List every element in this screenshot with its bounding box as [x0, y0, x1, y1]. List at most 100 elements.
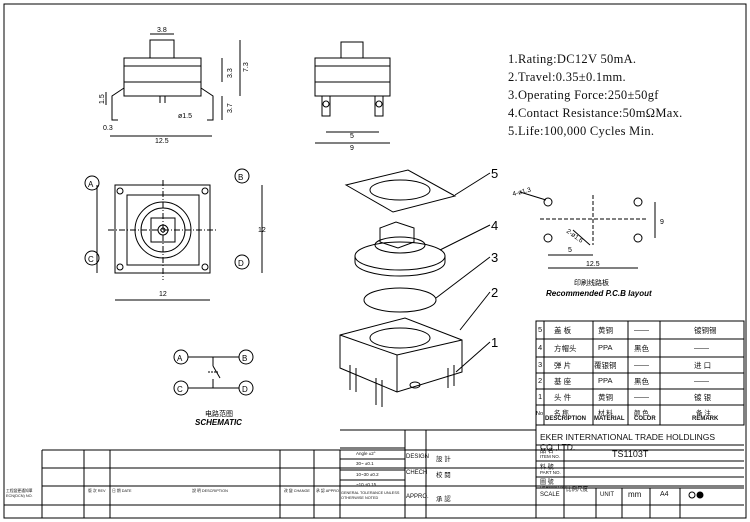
dim-front-w: 12.5: [155, 138, 169, 145]
pcb-5: 5: [568, 247, 572, 254]
dim-top-w: 12: [159, 291, 167, 298]
sheet-border: [3, 3, 747, 519]
bom-mat: 黄铜: [598, 393, 613, 402]
sch-d: D: [242, 385, 248, 394]
tol-note: GENERAL TOLERANCE UNLESS OTHERWISE NOTED: [341, 491, 400, 500]
sch-c: C: [177, 385, 183, 394]
part-4: 4: [491, 218, 498, 233]
part-3: 3: [491, 250, 498, 265]
bom-hdr-name-cn: 名 称: [554, 410, 569, 417]
part-2: 2: [491, 285, 498, 300]
bom-remark: ——: [694, 376, 709, 385]
check-cn: 校 閱: [436, 472, 451, 479]
rev-col-change: 改 變 CHANGE: [284, 489, 310, 493]
design-cn: 設 計: [436, 456, 451, 463]
bom-table: [535, 320, 745, 426]
spec-force: 3.Operating Force:250±50gf: [508, 88, 659, 102]
bom-hdr-color-cn: 颜 色: [634, 410, 649, 417]
tol-10: ~10 ±0.15: [356, 482, 377, 487]
title-block: [4, 425, 744, 518]
bom-hdr-remark-en: REMARK: [692, 416, 719, 422]
bom-color: 黑色: [634, 344, 649, 353]
spec-travel: 2.Travel:0.35±0.1mm.: [508, 70, 626, 84]
bom-name: 基 座: [554, 377, 572, 386]
drawing-cn: 圖 號: [540, 480, 554, 486]
dim-front-pin: ø1.5: [178, 113, 192, 120]
pcb-9: 9: [660, 219, 664, 226]
part-5: 5: [491, 166, 498, 181]
bom-hdr-no: No.: [536, 411, 545, 417]
dim-side-5: 5: [350, 133, 354, 140]
spec-life: 5.Life:100,000 Cycles Min.: [508, 124, 655, 138]
dim-side-9: 9: [350, 145, 354, 152]
bom-color: ——: [634, 360, 649, 369]
top-view: [84, 168, 263, 301]
bom-no: 4: [538, 343, 543, 352]
pcb-cn: 印刷线路板: [574, 278, 609, 287]
rev-col-date: 日 期 DATE: [112, 489, 132, 493]
unit-value: mm: [628, 490, 642, 499]
bom-name: 头 件: [554, 393, 572, 402]
appro-label: APPRO.: [406, 494, 429, 500]
schematic-en: SCHEMATIC: [195, 418, 242, 427]
size-value: A4: [660, 491, 669, 498]
part-1: 1: [491, 335, 498, 350]
bom-name: 弹 片: [554, 361, 572, 370]
bom-no: 5: [538, 325, 543, 334]
pin-b-label: B: [238, 173, 243, 182]
tol-30: 30~ ±0.1: [356, 461, 374, 466]
bom-remark: ——: [694, 343, 709, 352]
pcb-pin: 2-ø1.6: [565, 228, 585, 245]
spec-resistance: 4.Contact Resistance:50mΩMax.: [508, 106, 683, 120]
bom-color: 黑色: [634, 377, 649, 386]
exploded-view: [339, 169, 491, 407]
bom-row: 4: [538, 343, 542, 352]
schematic: [173, 349, 254, 396]
rev-col-ecn: 工程變更通知單 ECN(DCN) NO.: [6, 489, 33, 498]
dim-front-left: 1.5: [99, 94, 106, 104]
bom-hdr-name-en: DESCRIPTION: [545, 416, 587, 422]
bom-hdr-mat-cn: 材 料: [598, 410, 613, 417]
dim-front-h2: 7.3: [243, 62, 250, 72]
tol-10-30: 10~30 ±0.2: [356, 472, 379, 477]
bom-row: 3: [538, 360, 542, 369]
rev-col-desc: 說 明 DESCRIPTION: [192, 489, 228, 493]
bom-hdr-color-en: COLOR: [634, 416, 656, 422]
check-label: CHECH: [406, 470, 428, 476]
bom-name: 方帽头: [554, 344, 577, 353]
rev-col-appro: 承 認 APPRO: [316, 489, 339, 493]
part-en: PART NO.: [540, 470, 561, 475]
spec-rating: 1.Rating:DC12V 50mA.: [508, 52, 637, 66]
bom-row: 5: [538, 325, 542, 334]
pin-c-label: C: [88, 255, 94, 264]
pcb-layout: [519, 191, 656, 269]
rev-col-rev: 版 次 REV: [88, 489, 106, 493]
item-cn: 品 名: [540, 449, 554, 455]
bom-row: 1: [538, 392, 542, 401]
bom-mat: PPA: [598, 376, 613, 385]
pin-d-label: D: [238, 259, 244, 268]
scale-label: SCALE: [540, 492, 560, 498]
bom-color: ——: [634, 392, 649, 401]
design-label: DESIGN: [406, 454, 430, 460]
unit-label: UNIT: [600, 492, 614, 498]
sch-a: A: [177, 354, 183, 363]
item-value: TS1103T: [612, 449, 649, 459]
pin-a-label: A: [88, 180, 94, 189]
bom-mat: 黄铜: [598, 326, 613, 335]
pcb-hole: 4-ø1.3: [512, 187, 532, 198]
bom-mat: PPA: [598, 343, 613, 352]
bom-row: 2: [538, 376, 542, 385]
dim-top-h: 12: [258, 227, 266, 234]
bom-name: 盖 板: [554, 326, 572, 335]
bom-remark: 镀 银: [694, 393, 712, 402]
schematic-cn: 电路范图: [205, 409, 233, 418]
side-view: [314, 41, 391, 144]
item-en: ITEM NO.: [540, 454, 560, 459]
dim-front-top: 3.8: [157, 27, 167, 34]
bom-remark: 进 口: [694, 361, 712, 370]
part-cn: 料 號: [540, 465, 554, 471]
company-name: EKER INTERNATIONAL TRADE HOLDLINGS CO.,L…: [540, 432, 716, 452]
drawing-value: 比例尺度: [566, 487, 589, 493]
